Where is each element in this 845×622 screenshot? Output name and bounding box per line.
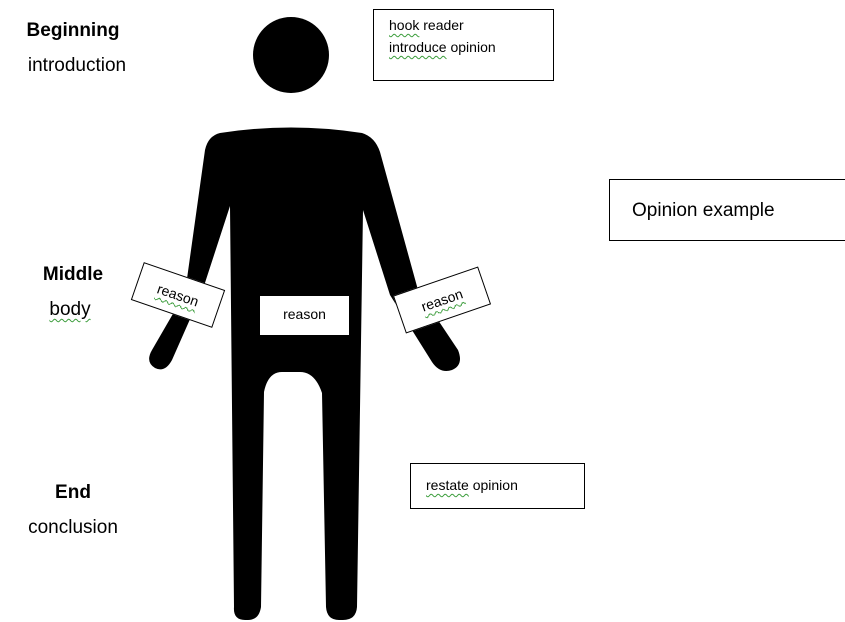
- head-note-line-2: introduce opinion: [389, 36, 553, 58]
- hook-word: hook: [389, 17, 420, 33]
- end-subtitle: conclusion: [28, 517, 118, 538]
- middle-subtitle-text: body: [49, 299, 91, 320]
- head-note-box: hook reader introduce opinion: [373, 9, 554, 81]
- reason-center-text: reason: [283, 306, 326, 322]
- reason-right-text: reason: [419, 285, 465, 315]
- introduce-word: introduce: [389, 39, 447, 55]
- head-note-line-1: hook reader: [389, 14, 553, 36]
- title-box: Opinion example: [609, 179, 845, 241]
- reason-card-center: reason: [260, 296, 349, 335]
- beginning-subtitle: introduction: [27, 55, 127, 76]
- middle-subtitle: body: [0, 298, 150, 322]
- beginning-title: Beginning: [26, 20, 120, 41]
- figure-body: [149, 127, 460, 620]
- middle-title: Middle: [42, 264, 104, 285]
- restate-word: restate: [426, 477, 469, 493]
- restate-rest: opinion: [468, 477, 518, 493]
- reason-left-text: reason: [155, 280, 201, 310]
- hook-rest: reader: [419, 17, 464, 33]
- end-title: End: [55, 482, 91, 503]
- figure-head: [253, 17, 329, 93]
- introduce-rest: opinion: [446, 39, 496, 55]
- restate-box: restate opinion: [410, 463, 585, 509]
